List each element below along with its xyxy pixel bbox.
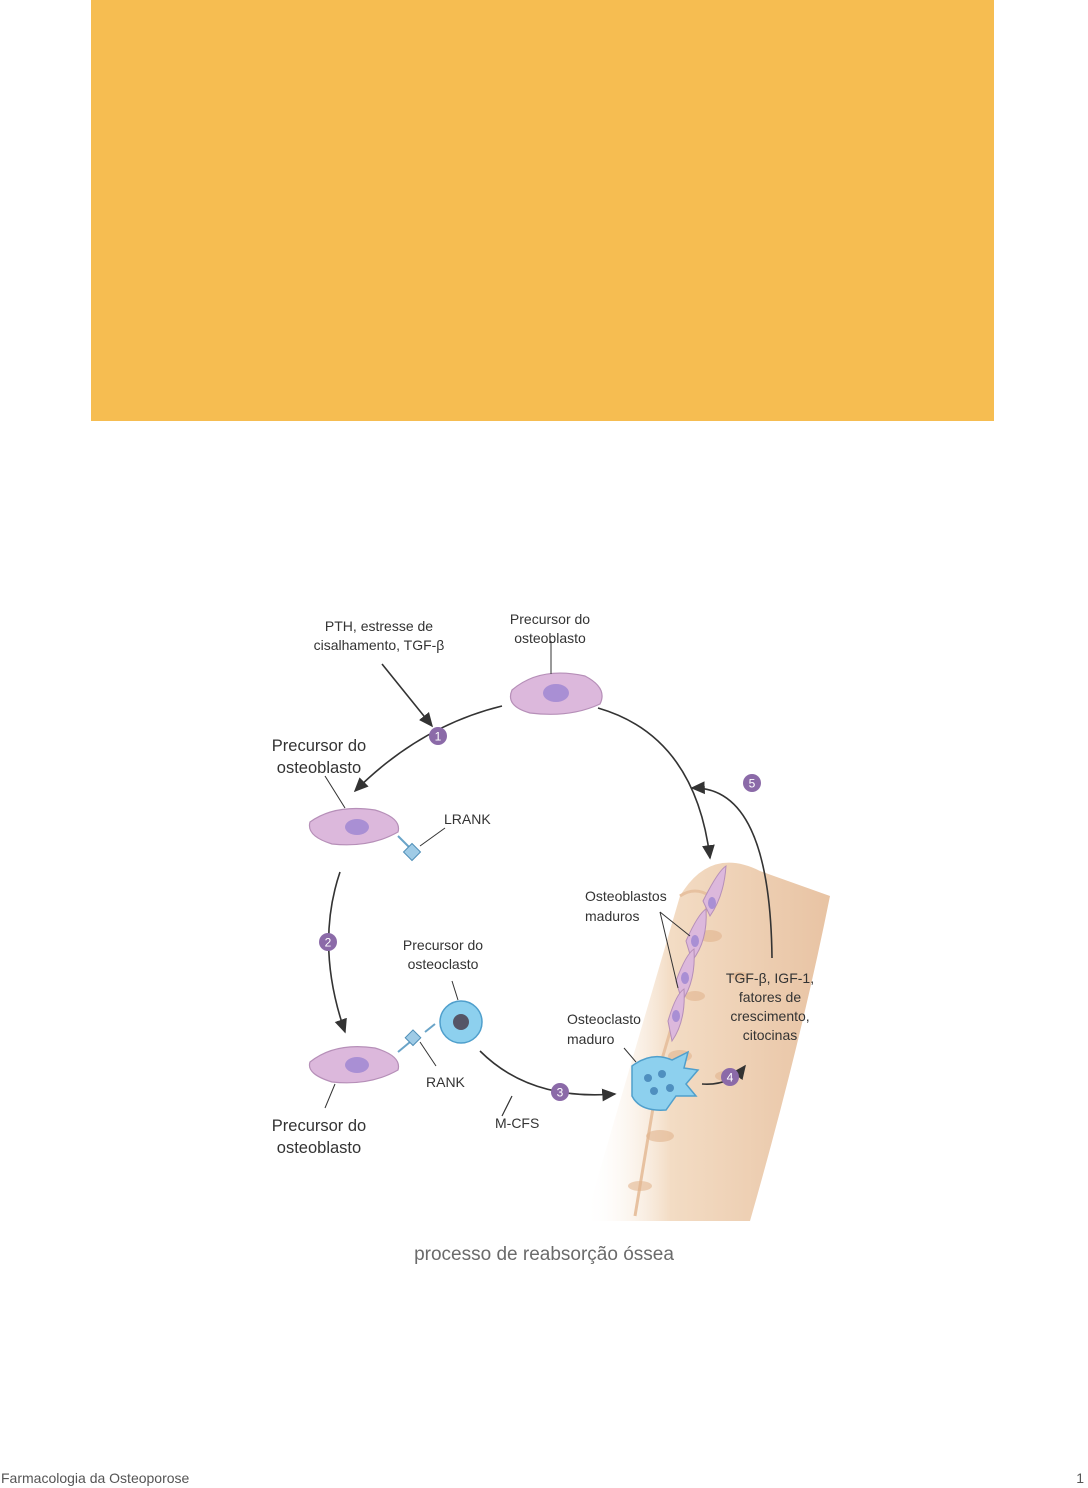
lrank-receptor [402,842,422,862]
footer-document-title: Farmacologia da Osteoporose [1,1470,190,1486]
svg-text:5: 5 [749,777,756,791]
arrow-step2 [327,871,347,1034]
label-mature-osteoclast-line2: maduro [567,1031,615,1047]
label-mcfs: M-CFS [495,1115,539,1131]
label-osteoclast-precursor-line2: osteoclasto [408,956,479,972]
label-growth-factors-line2: fatores de [739,989,801,1005]
step-badge-2: 2 [319,933,337,951]
label-left-precursor-line1: Precursor do [272,737,366,755]
diagram-canvas: 1 2 3 4 5 PTH, estresse de cisalhamento,… [272,611,830,1221]
step-badge-1: 1 [429,727,447,745]
label-bottom-precursor-line1: Precursor do [272,1117,366,1135]
label-pth-line1: PTH, estresse de [325,618,433,634]
top-osteoblast-precursor [509,641,603,715]
arrow-step3 [479,1050,617,1102]
label-top-precursor-line2: osteoblasto [514,630,586,646]
label-lrank: LRANK [444,811,491,827]
mature-osteoclast [623,1047,700,1111]
pointer-mcfs [501,1095,513,1117]
svg-text:3: 3 [557,1086,564,1100]
bone-tissue [585,862,830,1221]
osteoblast-nucleus [345,819,369,835]
label-left-precursor-line2: osteoblasto [277,759,361,777]
svg-text:2: 2 [325,936,332,950]
svg-text:1: 1 [435,730,442,744]
arrow-top-to-bone [597,707,715,860]
mature-osteoblasts [659,865,727,1043]
bone-remodeling-diagram: 1 2 3 4 5 PTH, estresse de cisalhamento,… [240,596,840,1226]
osteoblast-nucleus [543,684,569,702]
arrow-pth [381,663,434,728]
label-osteoclast-precursor-line1: Precursor do [403,937,483,953]
label-growth-factors-line1: TGF-β, IGF-1, [726,970,814,986]
label-growth-factors-line3: crescimento, [730,1008,809,1024]
arrow-step5 [690,781,773,959]
footer-page-number: 1 [1076,1470,1084,1486]
label-mature-osteoblasts-line2: maduros [585,908,639,924]
figure-caption: processo de reabsorção óssea [414,1244,674,1265]
rank-receptor [404,1029,422,1047]
step-badge-4: 4 [721,1068,739,1086]
step-badge-3: 3 [551,1083,569,1101]
left-osteoblast-precursor [308,775,446,862]
label-mature-osteoclast-line1: Osteoclasto [567,1011,641,1027]
osteoclast-nucleus [453,1014,469,1030]
osteoclast-precursor [439,980,483,1044]
step-badge-5: 5 [743,774,761,792]
label-bottom-precursor-line2: osteoblasto [277,1139,361,1157]
label-rank: RANK [426,1074,466,1090]
label-top-precursor-line1: Precursor do [510,611,590,627]
arrow-step1 [353,705,503,793]
bottom-osteoblast-precursor [308,1023,437,1109]
label-pth-line2: cisalhamento, TGF-β [314,637,445,653]
svg-text:4: 4 [727,1071,734,1085]
label-growth-factors-line4: citocinas [743,1027,797,1043]
label-mature-osteoblasts-line1: Osteoblastos [585,888,667,904]
osteoblast-nucleus [345,1057,369,1073]
header-banner [91,0,994,421]
